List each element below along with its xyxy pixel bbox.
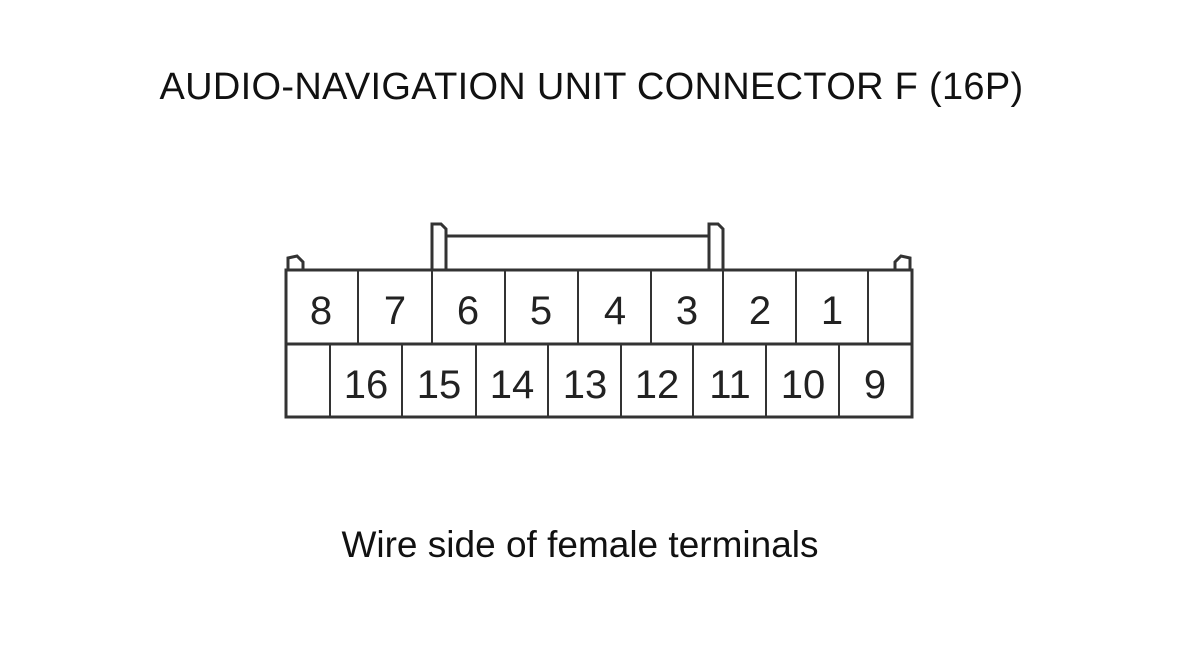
pin-15-label: 15 <box>417 363 462 407</box>
connector-caption: Wire side of female terminals <box>341 524 819 565</box>
corner-ears <box>286 254 912 270</box>
bottom-row-pins: 16 15 14 13 12 11 10 9 <box>344 363 886 407</box>
pin-16-label: 16 <box>344 363 389 407</box>
pin-9-label: 9 <box>864 363 886 407</box>
pin-13-label: 13 <box>563 363 608 407</box>
pin-5-label: 5 <box>530 289 552 333</box>
bottom-row-dividers <box>329 344 840 417</box>
connector-body <box>284 268 914 419</box>
pin-3-label: 3 <box>676 289 698 333</box>
top-row-pins: 8 7 6 5 4 3 2 1 <box>310 289 843 333</box>
pin-7-label: 7 <box>384 289 406 333</box>
pin-11-label: 11 <box>709 363 751 407</box>
pin-2-label: 2 <box>749 289 771 333</box>
pin-4-label: 4 <box>604 289 626 333</box>
pin-14-label: 14 <box>490 363 535 407</box>
top-row-dividers <box>357 270 869 344</box>
pin-6-label: 6 <box>457 289 479 333</box>
connector-title: AUDIO-NAVIGATION UNIT CONNECTOR F (16P) <box>159 66 1024 108</box>
pin-1-label: 1 <box>821 289 843 333</box>
pin-10-label: 10 <box>781 363 826 407</box>
locking-tab <box>430 222 725 270</box>
pin-12-label: 12 <box>635 363 680 407</box>
pin-8-label: 8 <box>310 289 332 333</box>
